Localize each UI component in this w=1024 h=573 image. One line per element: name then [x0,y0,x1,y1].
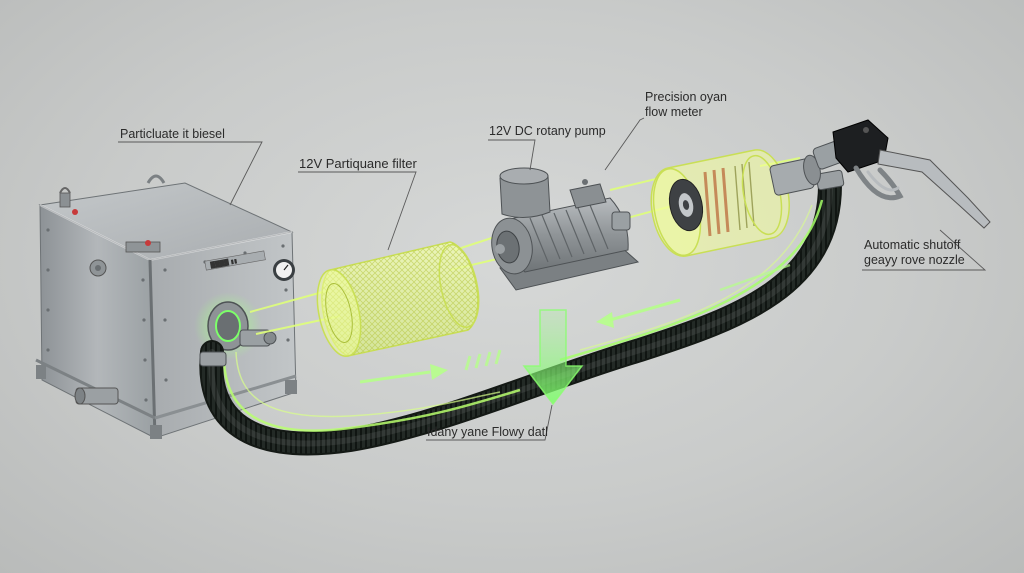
flow-label: Idany yane Flowy datl [427,425,548,439]
meter-label: Precision oyan flow meter [645,90,727,120]
shutoff-nozzle [812,119,991,229]
nozzle-label-line1: Automatic shutoff [864,238,961,252]
pump-label: 12V DC rotany pump [489,124,606,138]
callout-leaders [118,117,987,441]
pressure-gauge-icon [273,259,295,281]
filter-label: 12V Partiquane filter [299,156,417,171]
meter-rotor-icon [668,178,704,232]
meter-label-line1: Precision oyan [645,90,727,104]
nozzle-label: Automatic shutoff geayy rove nozzle [864,238,965,268]
flow-meter [650,149,821,257]
flow-direction-arrows [359,263,791,406]
nozzle-label-line2: geayy rove nozzle [864,253,965,267]
diesel-tank: ████ ▮▮ [35,174,297,439]
down-arrow-icon [522,309,584,406]
rotary-pump [491,167,640,291]
fuel-hose [199,169,845,456]
meter-label-line2: flow meter [645,105,703,119]
tank-label: Particluate it biesel [120,127,225,141]
particulate-filter [316,241,480,357]
